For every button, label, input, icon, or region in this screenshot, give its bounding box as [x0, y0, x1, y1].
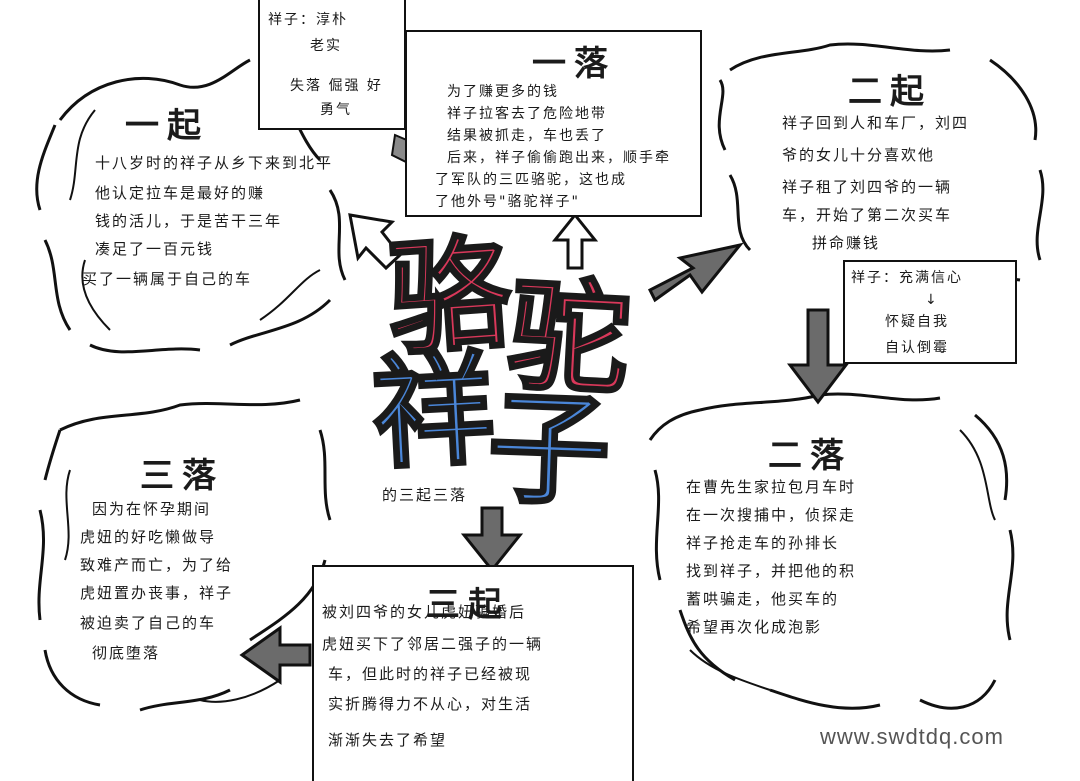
qi2-heading: 二起	[848, 72, 932, 112]
qi1-line: 他认定拉车是最好的赚	[95, 184, 266, 202]
arrow-to-qi2	[647, 242, 744, 303]
note-line: 老实	[310, 38, 342, 54]
luo2-line: 找到祥子，并把他的积	[686, 562, 857, 580]
note-line: 失落 倔强 好	[290, 78, 383, 94]
character-note-box: 祥子：淳朴 老实 失落 倔强 好 勇气	[258, 0, 406, 130]
wave-border-bottom-left	[37, 398, 332, 712]
arrow-up-to-luo1	[551, 212, 599, 270]
watermark: www.swdtdq.com	[820, 724, 1004, 749]
luo1-line: 祥子拉客去了危险地带	[447, 106, 607, 122]
qi2-line: 爷的女儿十分喜欢他	[782, 146, 936, 164]
luo1-box: 一落 为了赚更多的钱 祥子拉客去了危险地带 结果被抓走，车也丢了 后来，祥子偷偷…	[405, 30, 702, 217]
note-line: 勇气	[320, 102, 352, 118]
qi3-box: 三起 被刘四爷的女儿虎妞骗婚后 虎妞买下了邻居二强子的一辆 车，但此时的祥子已经…	[312, 565, 634, 781]
mood-line: 怀疑自我	[885, 314, 949, 330]
arrow-down-to-luo2	[786, 308, 850, 405]
down-arrow-glyph: ↓	[925, 292, 939, 308]
mood-line: 祥子：充满信心	[851, 270, 963, 286]
luo3-line: 彻底堕落	[92, 644, 161, 662]
title-char-zi: 子	[484, 373, 614, 524]
luo3-line: 致难产而亡，为了给	[80, 556, 234, 574]
wave-border-top-left-inner	[69, 109, 321, 331]
luo2-line: 蓄哄骗走，他买车的	[686, 590, 840, 608]
luo3-line: 虎妞置办丧事，祥子	[80, 584, 234, 602]
luo2-heading: 二落	[768, 436, 852, 476]
title-char-xiang: 祥	[367, 334, 499, 487]
luo2-line: 祥子抢走车的孙排长	[686, 534, 840, 552]
qi2-line: 车，开始了第二次买车	[782, 206, 953, 224]
qi1-line: 十八岁时的祥子从乡下来到北平	[95, 154, 334, 172]
luo2-line: 在一次搜捕中，侦探走	[686, 506, 857, 524]
luo2-line: 在曹先生家拉包月车时	[686, 478, 857, 496]
luo1-line: 了军队的三匹骆驼，这也成	[435, 172, 627, 188]
note-line: 祥子：淳朴	[268, 12, 348, 28]
qi3-line: 实折腾得力不从心，对生活	[328, 695, 533, 713]
arrow-to-qi1	[348, 213, 403, 271]
qi1-line: 买了一辆属于自己的车	[82, 270, 253, 288]
arrow-down-to-qi3	[460, 506, 524, 573]
wave-border-bottom-left-inner	[64, 469, 281, 703]
luo1-heading: 一落	[532, 44, 616, 84]
qi1-heading: 一起	[125, 106, 209, 146]
luo2-line: 希望再次化成泡影	[686, 618, 823, 636]
qi2-line: 祥子租了刘四爷的一辆	[782, 178, 953, 196]
luo1-line: 后来，祥子偷偷跑出来，顺手牵	[447, 150, 671, 166]
mood-line: 自认倒霉	[885, 340, 949, 356]
luo1-line: 结果被抓走，车也丢了	[447, 128, 607, 144]
title-subtitle: 的三起三落	[382, 486, 468, 504]
mood-note-box: 祥子：充满信心 ↓ 怀疑自我 自认倒霉	[843, 260, 1017, 364]
qi3-heading: 三起	[426, 585, 510, 625]
qi2-line: 拼命赚钱	[812, 234, 881, 252]
luo1-line: 为了赚更多的钱	[447, 84, 559, 100]
qi2-line: 祥子回到人和车厂，刘四	[782, 114, 970, 132]
luo3-line: 因为在怀孕期间	[92, 500, 212, 518]
luo1-line: 了他外号"骆驼祥子"	[435, 194, 580, 210]
luo3-line: 被迫卖了自己的车	[80, 614, 217, 632]
luo3-line: 虎妞的好吃懒做导	[80, 528, 217, 546]
wave-border-bottom-right-inner	[689, 429, 996, 691]
qi3-line: 被刘四爷的女儿虎妞骗婚后	[322, 603, 527, 621]
qi3-line: 车，但此时的祥子已经被现	[328, 665, 533, 683]
qi1-line: 钱的活儿，于是苦干三年	[95, 212, 283, 230]
arrow-left-to-luo3	[239, 625, 312, 685]
qi3-line: 虎妞买下了邻居二强子的一辆	[322, 635, 544, 653]
qi1-line: 凑足了一百元钱	[95, 240, 215, 258]
qi3-line: 渐渐失去了希望	[328, 731, 448, 749]
luo3-heading: 三落	[140, 456, 224, 496]
